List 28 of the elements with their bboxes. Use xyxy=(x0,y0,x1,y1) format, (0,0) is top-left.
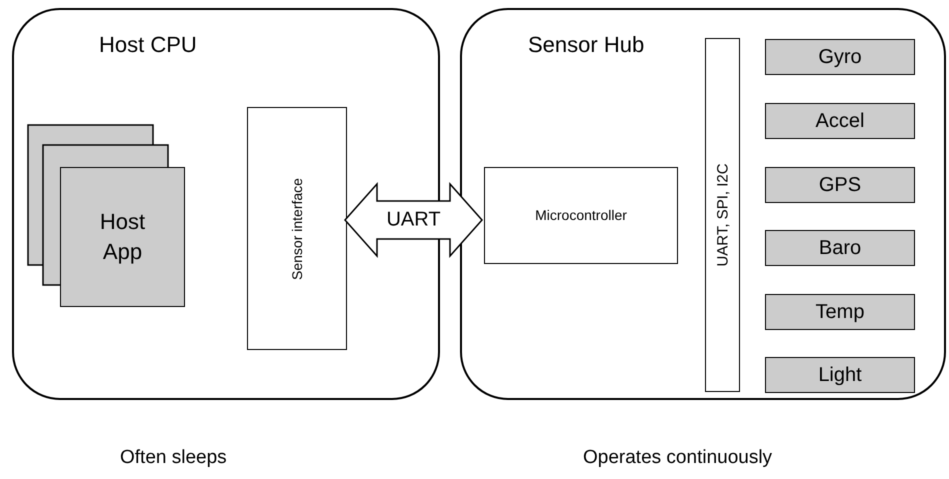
rounded-panel xyxy=(460,8,946,400)
sensor-box xyxy=(765,167,915,203)
sensor-box xyxy=(765,294,915,330)
box-label: Light xyxy=(818,362,862,388)
box-label: Temp xyxy=(816,300,864,324)
box-label: Microcontroller xyxy=(535,206,627,225)
node-label: Operates continuously xyxy=(583,447,772,469)
rounded-panel xyxy=(12,8,440,400)
box-label: Gyro xyxy=(818,44,862,70)
panel-title: Sensor Hub xyxy=(528,32,644,58)
interface-box xyxy=(247,107,347,350)
box-label: UART, SPI, I2C xyxy=(714,163,731,267)
box-label: Sensor interface xyxy=(289,178,305,280)
double-block-arrow xyxy=(344,182,483,258)
edge-label: UART xyxy=(386,208,441,232)
panel-title: Host CPU xyxy=(99,32,197,58)
sensor-box xyxy=(765,230,915,266)
sensor-box xyxy=(765,357,915,393)
node-label: Often sleeps xyxy=(120,447,227,469)
bus-bar xyxy=(705,38,740,392)
box-label: Baro xyxy=(818,236,862,260)
box-label: Host App xyxy=(98,208,146,266)
process-box xyxy=(484,167,678,264)
sensor-box xyxy=(765,103,915,139)
box-label: GPS xyxy=(818,172,862,198)
box-label: Accel xyxy=(816,108,864,134)
sensor-box xyxy=(765,39,915,75)
app-card xyxy=(60,167,185,307)
